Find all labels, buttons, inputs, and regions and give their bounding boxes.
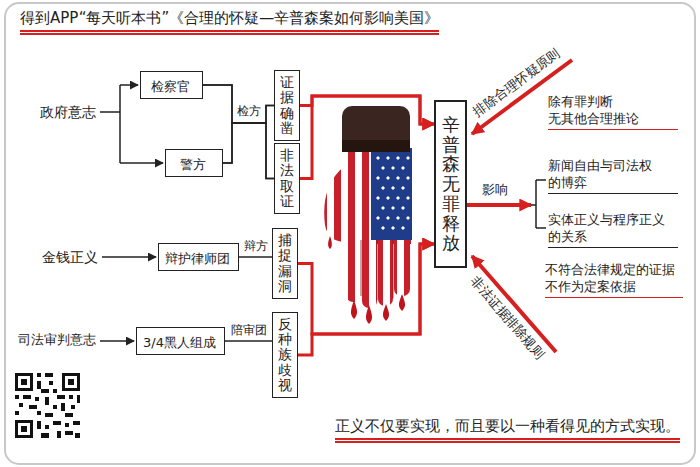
process-box: 3/4黑人组成 (136, 327, 225, 355)
process-box: 警方 (165, 149, 223, 177)
branch-label: 检方 (237, 104, 261, 120)
source-label: 政府意志 (40, 103, 96, 121)
vertical-box: 证据确凿 (274, 70, 300, 141)
influence-label: 影响 (482, 182, 508, 199)
glove-stars (376, 156, 410, 230)
edge-label: 陪审团 (230, 323, 268, 339)
connector (223, 123, 274, 179)
influence-arrow (467, 203, 531, 207)
edge-label: 辩方 (243, 239, 269, 255)
note-text: 除有罪判断 无其他合理推论 (548, 94, 678, 130)
bracket (531, 180, 546, 228)
caption-text: 正义不仅要实现，而且要以一种看得见的方式实现。 (335, 416, 680, 443)
node-text: 反种族歧视 (278, 317, 292, 394)
connector (203, 85, 274, 123)
connector (300, 96, 434, 124)
blood-drops (328, 236, 405, 324)
connector (239, 256, 272, 258)
source-label: 金钱正义 (42, 248, 98, 266)
node-text: 辛普森无罪释放 (442, 115, 460, 254)
feeder-arrow (120, 84, 138, 86)
feeder-arrow (120, 162, 163, 164)
note-text: 不符合法律规定的证据 不作为定案依据 (545, 262, 683, 298)
glove-cuff-rim (342, 140, 410, 152)
influence-item: 新闻自由与司法权 的博弈 (548, 158, 678, 194)
feeder-arrow (100, 340, 134, 342)
process-box: 检察官 (140, 71, 203, 99)
vertical-box: 反种族歧视 (272, 312, 298, 398)
vertical-box: 非法取证 (274, 143, 300, 214)
glove-stars-field (371, 148, 415, 240)
qr-ground (13, 371, 82, 440)
qr-finder (15, 373, 80, 438)
node-text: 警方 (180, 157, 206, 174)
node-text: 辩护律师团 (165, 251, 230, 268)
connector (225, 340, 272, 342)
finger-lines (361, 240, 393, 300)
glove-ground (315, 145, 420, 315)
node-text: 检察官 (151, 79, 190, 96)
node-text: 3/4黑人组成 (143, 335, 216, 352)
vertical-box: 捕捉漏洞 (272, 228, 298, 299)
node-text: 证据确凿 (280, 75, 294, 137)
influence-item: 实体正义与程序正义 的关系 (548, 212, 678, 248)
connector (300, 96, 434, 179)
source-label: 司法审判意志 (18, 332, 96, 349)
connector (298, 244, 434, 355)
process-box: 辩护律师团 (158, 243, 239, 271)
node-text: 捕捉漏洞 (278, 233, 292, 295)
result-box: 辛普森无罪释放 (434, 100, 467, 268)
node-text: 非法取证 (280, 148, 294, 210)
feeder-arrow (102, 256, 156, 258)
title-text: 得到APP“每天听本书”《合理的怀疑—辛普森案如何影响美国》 (20, 8, 439, 35)
qr-modules (15, 373, 80, 438)
glove (315, 145, 420, 315)
feeder-line (100, 85, 120, 163)
glove-cuff (342, 106, 410, 152)
connector (298, 244, 434, 334)
qr-code (13, 371, 82, 440)
page-frame (5, 3, 695, 464)
